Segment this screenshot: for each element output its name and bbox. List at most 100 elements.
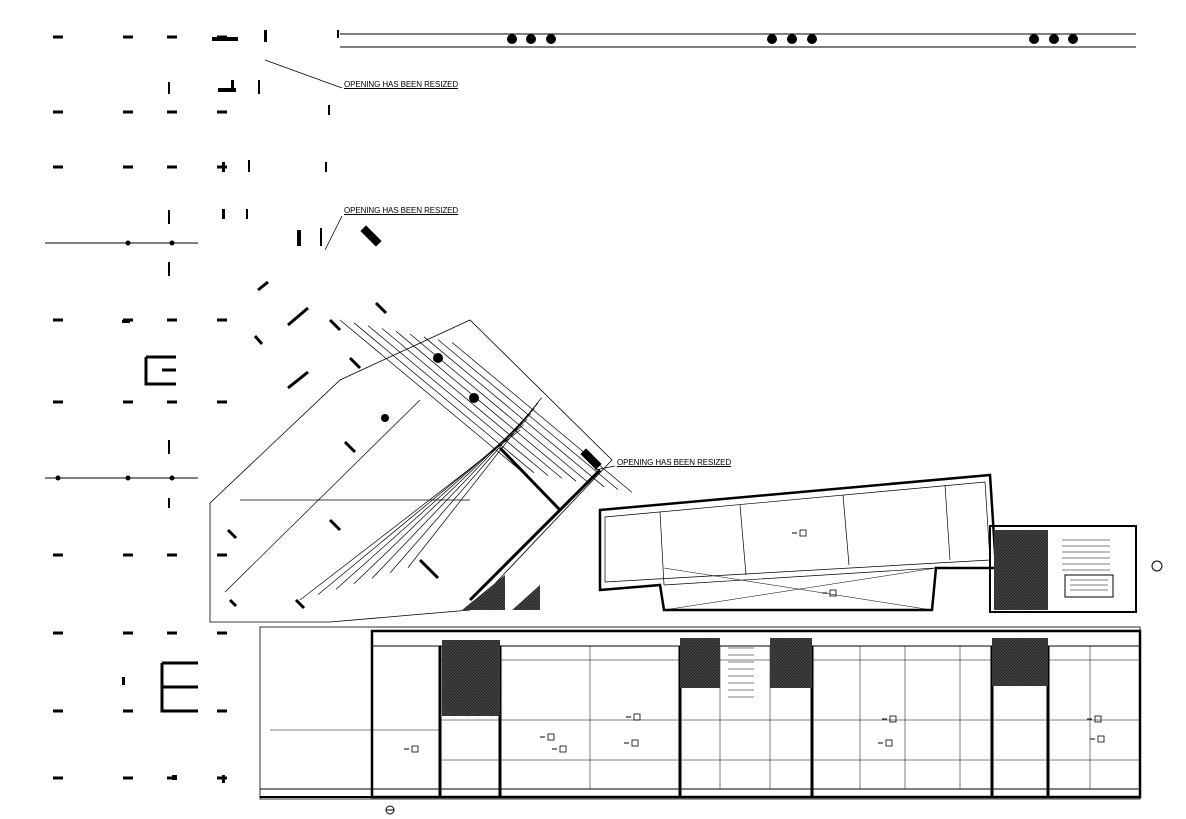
diag-line xyxy=(423,336,605,488)
left-axis-lines xyxy=(45,242,198,479)
hatched-cores xyxy=(442,638,1048,716)
grid-mark xyxy=(53,631,63,635)
grid-mark xyxy=(123,35,133,39)
grid-mark xyxy=(167,553,177,557)
grid-mark xyxy=(123,165,133,169)
grid-mark xyxy=(297,230,301,246)
diagonal-wing-details xyxy=(360,225,602,470)
wall-segment xyxy=(348,356,362,370)
room-tag xyxy=(559,745,567,753)
grid-mark xyxy=(168,210,170,224)
grid-mark xyxy=(53,165,63,169)
grid-mark xyxy=(123,110,133,114)
rotated-block xyxy=(598,473,998,612)
room-tag xyxy=(633,713,641,721)
diag-line xyxy=(407,397,542,568)
grid-mark xyxy=(218,88,236,92)
wall-segment xyxy=(294,598,306,610)
diag-line xyxy=(224,399,421,593)
grid-mark xyxy=(53,318,63,322)
grid-mark xyxy=(246,209,248,219)
wall-segment xyxy=(287,370,309,390)
wall-segment xyxy=(468,468,602,602)
diag-line xyxy=(381,328,563,479)
wall-segment xyxy=(253,335,264,345)
diag-line xyxy=(353,413,532,585)
wall-segment xyxy=(328,318,342,332)
opening-resized-note-1: OPENING HAS BEEN RESIZED xyxy=(344,80,459,89)
grid-mark xyxy=(167,165,177,169)
grid-mark xyxy=(53,553,63,557)
room-tag xyxy=(547,733,555,741)
room-tag xyxy=(1097,735,1105,743)
room-tag xyxy=(1094,715,1102,723)
grid-mark xyxy=(325,162,327,172)
grid-mark xyxy=(53,709,63,713)
diag-line xyxy=(451,342,633,493)
grid-mark xyxy=(217,709,227,713)
wall-segment xyxy=(228,598,238,608)
grid-mark xyxy=(217,400,227,404)
column-marker-dots xyxy=(507,34,1078,44)
grid-mark xyxy=(168,262,170,276)
grid-mark xyxy=(123,553,133,557)
room-tag xyxy=(799,529,807,537)
room-tags xyxy=(404,529,1105,753)
diagonal-wing xyxy=(209,280,633,623)
opening-resized-note-2: OPENING HAS BEEN RESIZED xyxy=(344,206,459,215)
diag-line xyxy=(395,330,577,482)
wall-segment xyxy=(343,440,357,454)
grid-mark xyxy=(320,228,322,246)
grid-mark xyxy=(217,553,227,557)
top-rail xyxy=(337,30,1136,48)
diag-line xyxy=(339,319,521,471)
grid-mark xyxy=(123,776,133,780)
wall-segment xyxy=(374,301,388,315)
room-tag xyxy=(885,739,893,747)
right-service-block xyxy=(989,525,1163,613)
grid-mark xyxy=(248,160,250,172)
wall-segment xyxy=(328,518,342,532)
grid-mark xyxy=(222,162,225,172)
wall-segment xyxy=(257,280,269,292)
stair-runs xyxy=(728,539,1110,698)
bottom-marker xyxy=(385,805,395,815)
diag-line xyxy=(371,408,535,579)
grid-mark xyxy=(53,110,63,114)
grid-mark xyxy=(123,631,133,635)
room-tag xyxy=(889,715,897,723)
grid-mark xyxy=(168,498,170,508)
room-tag xyxy=(829,589,837,597)
opening-resized-note-3: OPENING HAS BEEN RESIZED xyxy=(617,458,732,467)
grid-mark xyxy=(53,776,63,780)
grid-mark xyxy=(167,35,177,39)
wall-segment xyxy=(418,558,440,580)
grid-mark xyxy=(53,400,63,404)
grid-mark xyxy=(123,400,133,404)
wall-segment xyxy=(287,306,309,327)
grid-mark xyxy=(168,440,170,454)
grid-mark xyxy=(167,110,177,114)
grid-mark xyxy=(122,677,125,685)
diag-line xyxy=(353,322,535,474)
grid-mark xyxy=(328,105,330,115)
note-leaders xyxy=(264,59,616,471)
wall-segment xyxy=(226,528,238,540)
wall-segment xyxy=(498,446,562,512)
grid-mark xyxy=(264,30,267,42)
grid-mark xyxy=(167,400,177,404)
grid-mark xyxy=(123,709,133,713)
grid-mark xyxy=(217,110,227,114)
grid-mark xyxy=(53,35,63,39)
room-tag xyxy=(631,739,639,747)
room-tag xyxy=(411,745,419,753)
left-dash-grid xyxy=(53,30,330,783)
grid-mark xyxy=(222,209,225,219)
grid-mark xyxy=(167,631,177,635)
diag-line xyxy=(367,325,549,476)
grid-mark xyxy=(212,37,238,41)
grid-mark xyxy=(217,318,227,322)
grid-mark xyxy=(168,82,170,94)
grid-mark xyxy=(222,775,225,783)
